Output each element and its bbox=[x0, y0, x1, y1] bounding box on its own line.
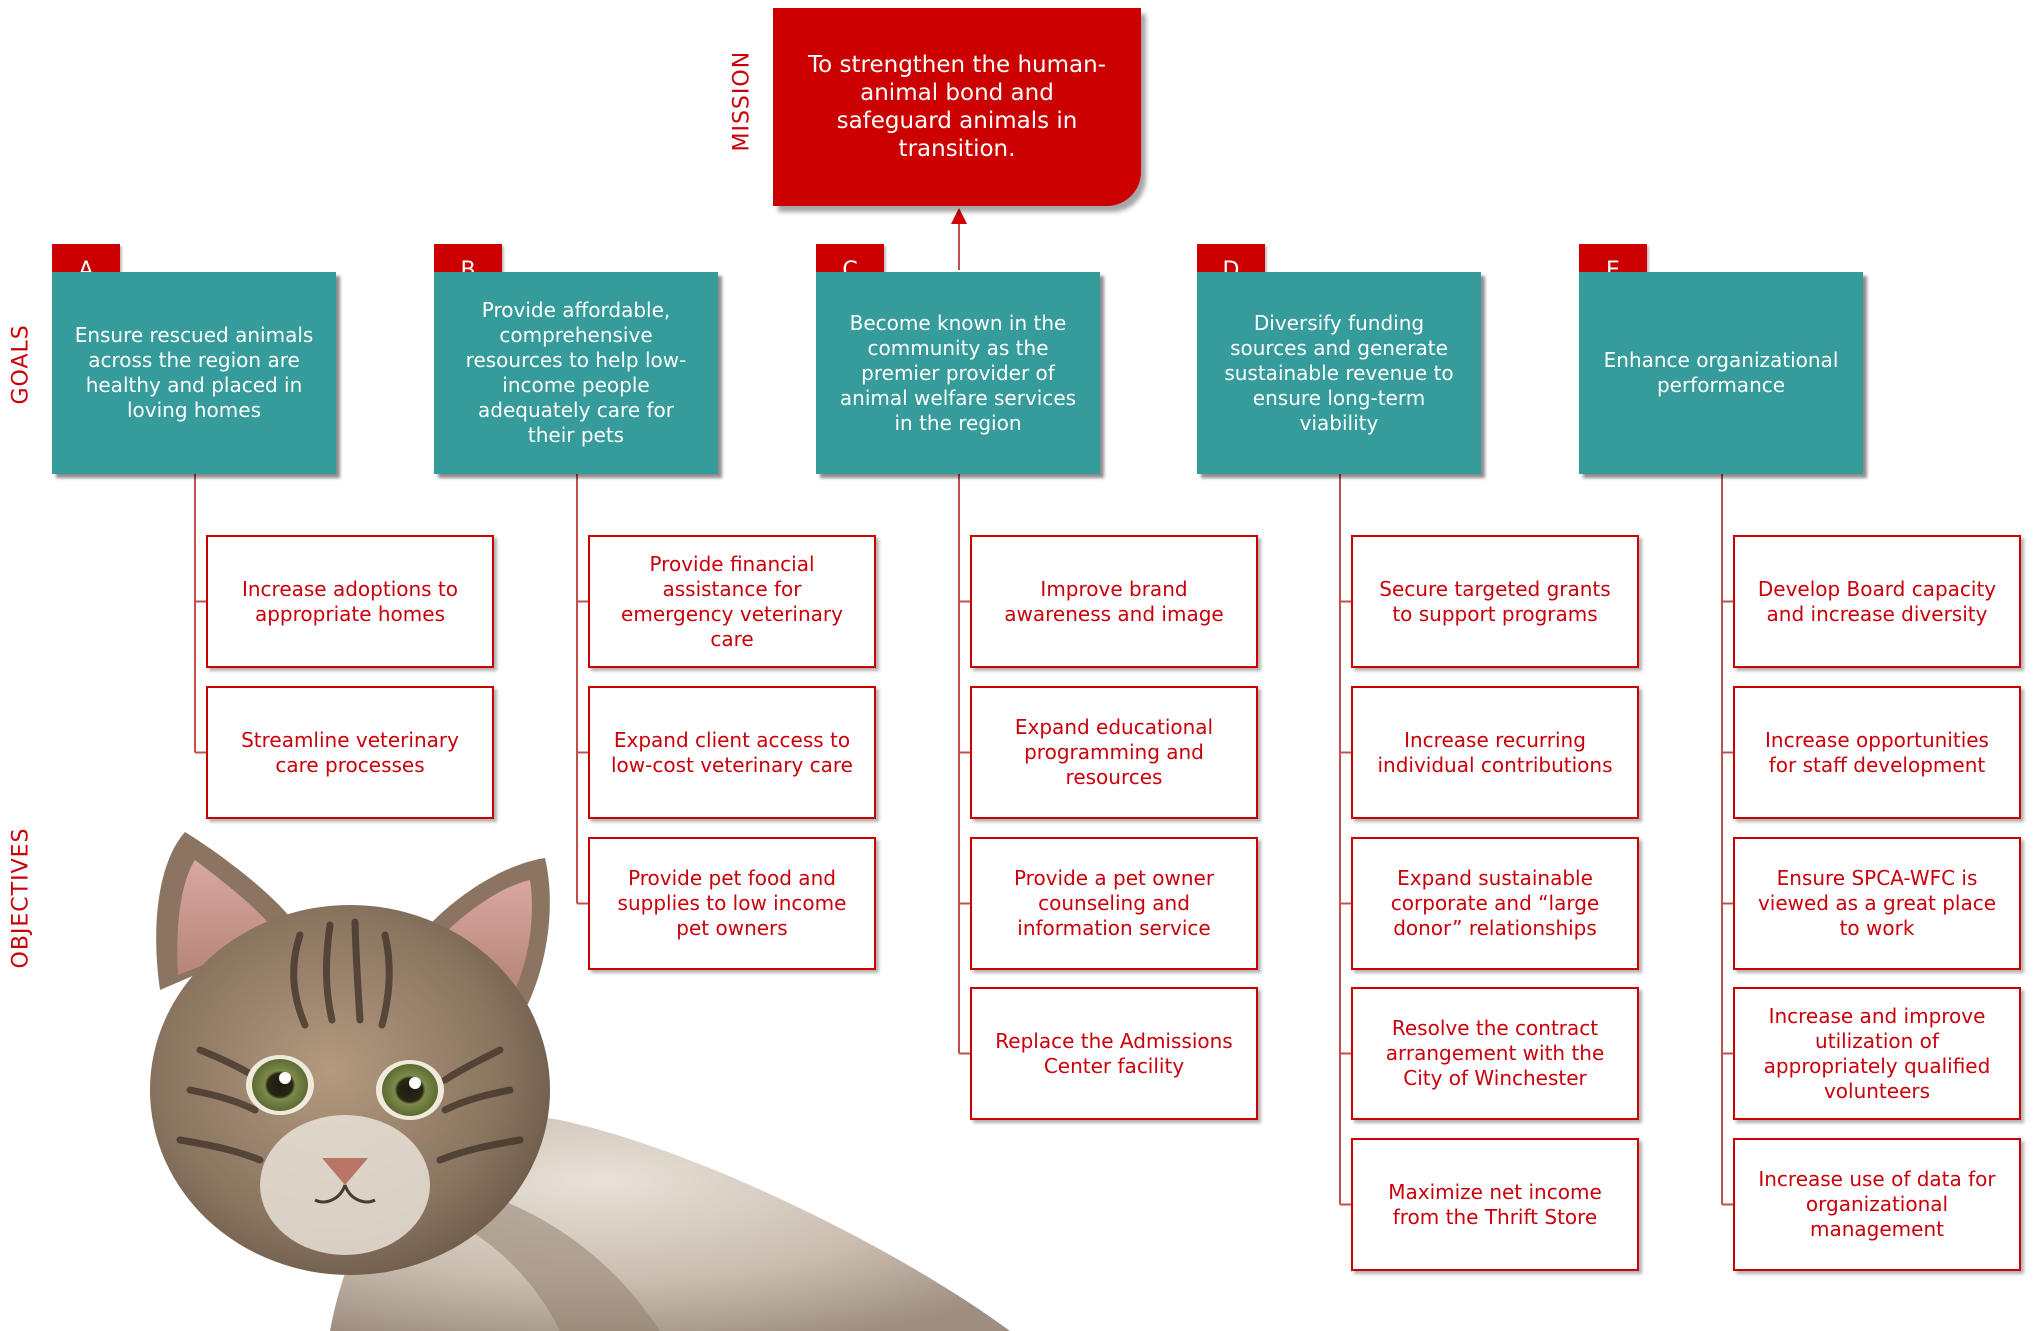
objective-b1: Provide financial assistance for emergen… bbox=[588, 535, 876, 668]
goal-box-a: Ensure rescued animals across the region… bbox=[52, 272, 336, 474]
objective-d3: Expand sustainable corporate and “large … bbox=[1351, 837, 1639, 970]
goal-box-d: Diversify funding sources and generate s… bbox=[1197, 272, 1481, 474]
objectives-section-label: OBJECTIVES bbox=[8, 827, 34, 969]
goal-box-e: Enhance organizational performance bbox=[1579, 272, 1863, 474]
objective-c4: Replace the Admissions Center facility bbox=[970, 987, 1258, 1120]
objective-c1: Improve brand awareness and image bbox=[970, 535, 1258, 668]
kitten-head bbox=[150, 905, 550, 1275]
goal-box-b: Provide affordable, comprehensive resour… bbox=[434, 272, 718, 474]
objective-e4: Increase and improve utilization of appr… bbox=[1733, 987, 2021, 1120]
objective-a2: Streamline veterinary care processes bbox=[206, 686, 494, 819]
objective-d5: Maximize net income from the Thrift Stor… bbox=[1351, 1138, 1639, 1271]
objective-e3: Ensure SPCA-WFC is viewed as a great pla… bbox=[1733, 837, 2021, 970]
objective-c3: Provide a pet owner counseling and infor… bbox=[970, 837, 1258, 970]
objective-d4: Resolve the contract arrangement with th… bbox=[1351, 987, 1639, 1120]
objective-c2: Expand educational programming and resou… bbox=[970, 686, 1258, 819]
objective-b2: Expand client access to low-cost veterin… bbox=[588, 686, 876, 819]
goal-box-c: Become known in the community as the pre… bbox=[816, 272, 1100, 474]
goals-section-label: GOALS bbox=[8, 324, 34, 405]
kitten-nose bbox=[322, 1158, 368, 1185]
objective-e5: Increase use of data for organizational … bbox=[1733, 1138, 2021, 1271]
objective-e1: Develop Board capacity and increase dive… bbox=[1733, 535, 2021, 668]
objective-d2: Increase recurring individual contributi… bbox=[1351, 686, 1639, 819]
objective-b3: Provide pet food and supplies to low inc… bbox=[588, 837, 876, 970]
mission-section-label: MISSION bbox=[729, 50, 755, 152]
objective-e2: Increase opportunities for staff develop… bbox=[1733, 686, 2021, 819]
kitten-eye-right bbox=[382, 1064, 438, 1116]
mission-box: To strengthen the human-animal bond and … bbox=[773, 8, 1141, 206]
objective-d1: Secure targeted grants to support progra… bbox=[1351, 535, 1639, 668]
mission-arrowhead bbox=[951, 208, 967, 224]
objective-a1: Increase adoptions to appropriate homes bbox=[206, 535, 494, 668]
kitten-eye-left bbox=[252, 1059, 308, 1111]
